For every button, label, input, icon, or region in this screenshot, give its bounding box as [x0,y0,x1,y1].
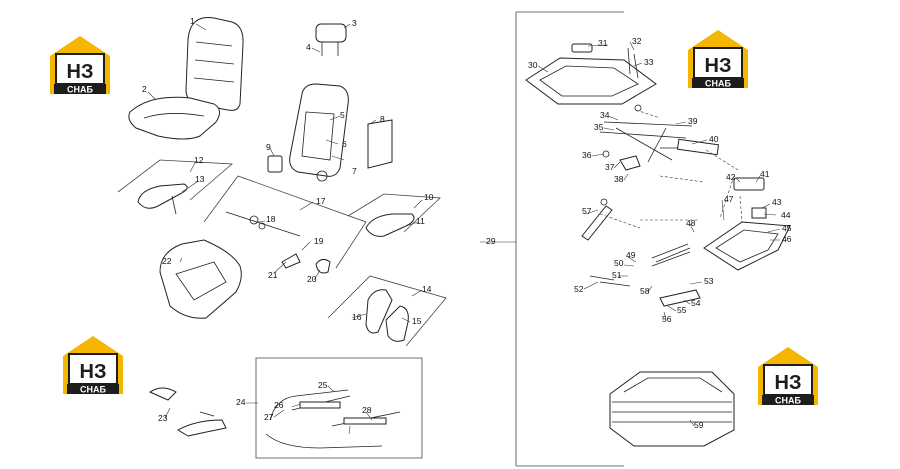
callout-37: 37 [605,162,615,172]
callout-47: 47 [724,194,734,204]
callout-4: 4 [306,42,311,52]
callout-46: 46 [782,234,792,244]
callout-33: 33 [644,57,654,67]
callout-27: 27 [264,412,274,422]
callout-25: 25 [318,380,328,390]
callout-13: 13 [195,174,205,184]
callout-26: 26 [274,400,284,410]
callout-31: 31 [598,38,608,48]
callout-23: 23 [158,413,168,423]
callout-38: 38 [614,174,624,184]
callout-12: 12 [194,155,204,165]
callout-58: 58 [640,286,650,296]
brand-logo-bottom-right: НЗ СНАБ [758,347,818,406]
callout-59: 59 [694,420,704,430]
callout-56: 56 [662,314,672,324]
callout-36: 36 [582,150,592,160]
callout-52: 52 [574,284,584,294]
callout-6: 6 [342,139,347,149]
suspension-section-bracket [515,11,624,467]
armrest-right [365,213,415,237]
callout-51: 51 [612,270,622,280]
leader-lines-right [537,41,781,427]
springs [589,243,701,307]
callout-10: 10 [424,192,434,202]
callout-11: 11 [416,216,425,226]
lumbar-support-pad [367,119,393,169]
side-covers-box-14 [327,275,447,347]
callout-54: 54 [691,298,701,308]
dashed-guides-right [599,109,743,229]
armrest-left [137,183,188,215]
callout-14: 14 [422,284,432,294]
logo-mark: НЗ [705,55,732,77]
logo-mark: НЗ [67,61,94,83]
callout-1: 1 [190,16,195,26]
callout-5: 5 [340,110,345,120]
callout-42: 42 [726,172,736,182]
lumbar-knob [267,155,283,173]
backrest-frame [289,83,349,182]
top-plate [525,43,657,105]
backrest-cushion [185,16,244,111]
callout-49: 49 [626,250,636,260]
callout-19: 19 [314,236,324,246]
callout-50: 50 [614,258,624,268]
callout-9: 9 [266,142,271,152]
logo-caption: СНАБ [67,85,93,95]
callout-34: 34 [600,110,610,120]
callout-29: 29 [486,236,496,246]
base-plate [703,177,791,271]
callout-2: 2 [142,84,147,94]
callout-40: 40 [709,134,719,144]
callout-45: 45 [782,223,792,233]
callout-16: 16 [352,312,362,322]
armrest-box-12 [117,159,234,201]
seat-cushion [128,96,220,140]
brand-logo-top-right: НЗ СНАБ [688,30,748,89]
callout-7: 7 [352,166,357,176]
callout-28: 28 [362,405,372,415]
logo-caption: СНАБ [80,385,106,395]
armrest-box-10 [347,193,441,233]
callout-18: 18 [266,214,276,224]
scissor-mechanism [599,104,720,171]
callout-32: 32 [632,36,642,46]
callout-30: 30 [528,60,538,70]
callout-15: 15 [412,316,422,326]
callout-57: 57 [582,206,592,216]
callout-17: 17 [316,196,326,206]
brand-logo-top-left: НЗ СНАБ [50,36,110,95]
slide-rail-box-24 [255,357,423,459]
callout-55: 55 [677,305,687,315]
bracket-23 [148,387,227,437]
callout-3: 3 [352,18,357,28]
callout-41: 41 [760,169,770,179]
callout-22: 22 [162,256,172,266]
logo-caption: СНАБ [705,79,731,89]
callout-35: 35 [594,122,604,132]
shock-absorber [581,198,613,241]
callout-53: 53 [704,276,714,286]
leader-lines-left [147,23,516,435]
callout-24: 24 [236,397,246,407]
callout-21: 21 [268,270,278,280]
headrest [315,23,347,56]
callout-numbers: 1234567891011121314151617181920212223242… [142,16,792,430]
callout-8: 8 [380,114,385,124]
adjuster-box-17 [203,175,367,274]
logo-mark: НЗ [80,361,107,383]
callout-44: 44 [781,210,791,220]
callout-43: 43 [772,197,782,207]
brand-logo-bottom-left: НЗ СНАБ [63,336,123,395]
logo-mark: НЗ [775,372,802,394]
seat-pan-frame [159,239,242,319]
callout-48: 48 [686,218,696,228]
bellows-cover [609,371,735,447]
callout-39: 39 [688,116,698,126]
logo-caption: СНАБ [775,396,801,406]
callout-20: 20 [307,274,317,284]
